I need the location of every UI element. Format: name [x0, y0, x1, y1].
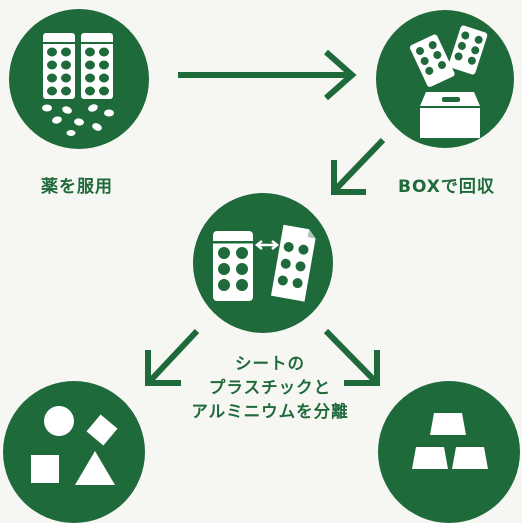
- aluminum-ingot-icon: [412, 413, 488, 469]
- arrow-right: [178, 49, 357, 101]
- separation-description: シートの プラスチックと アルミニウムを分離: [190, 352, 350, 424]
- separation-circle: [193, 193, 333, 333]
- step-take-medicine-label: 薬を服用: [41, 177, 113, 197]
- pills: [42, 104, 114, 136]
- medicine-circle: [9, 9, 149, 149]
- separation-line-3: アルミニウムを分離: [191, 402, 349, 421]
- recycled-aluminum-circle: [378, 381, 520, 523]
- separation-line-2: プラスチックと: [208, 378, 332, 397]
- collection-box-circle: [376, 10, 514, 148]
- collection-box-icon: [409, 25, 488, 138]
- recycled-plastic-circle: [3, 381, 145, 523]
- step-collect-box-label: BOXで回収: [398, 177, 495, 197]
- sheet-separation-icon: [213, 224, 316, 302]
- pill-sheet-icon: [42, 33, 114, 136]
- shapes-icon: [31, 406, 118, 485]
- separation-line-1: シートの: [235, 354, 305, 373]
